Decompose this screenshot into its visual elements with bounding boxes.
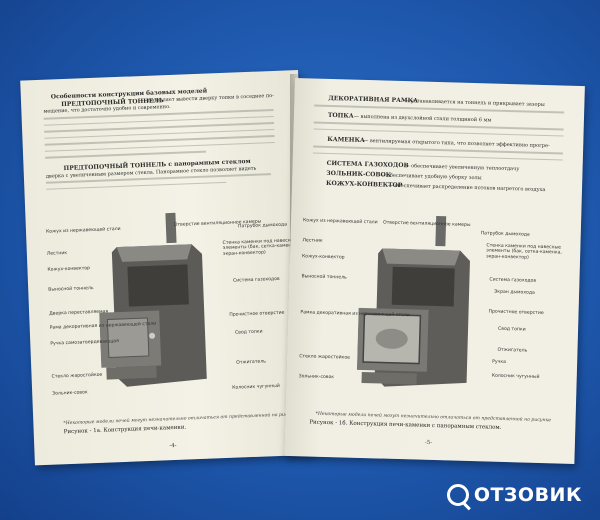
label: Стенка каменки под навесные элементы (ба… xyxy=(486,243,562,261)
ash-pan xyxy=(361,371,417,385)
label: Выносной тоннель xyxy=(48,286,94,293)
label: Стекло жаростойкое xyxy=(51,372,103,380)
fire-view xyxy=(375,328,408,349)
stove-illustration-right xyxy=(356,215,470,387)
label: Свод топки xyxy=(234,329,263,336)
left-body-text-block xyxy=(43,108,276,163)
chimney-pipe xyxy=(165,212,177,244)
page-number: -4- xyxy=(169,442,177,450)
left-booklet-page: Особенности конструкции базовых моделей … xyxy=(20,70,313,466)
label: Колосник чугунный xyxy=(491,373,540,380)
right-booklet-page: ДЕКОРАТИВНАЯ РАМКА — устанавливается на … xyxy=(284,78,585,464)
right-body-line: — обеспечивает увеличенную теплоотдачу xyxy=(404,163,520,173)
figure-caption: Рисунок - 1б. Конструкция печи-каменки с… xyxy=(309,419,502,431)
label: Система газоходов xyxy=(489,277,537,284)
magnifier-icon xyxy=(446,484,469,506)
label: Отжигатель xyxy=(236,359,267,366)
label: Отжигатель xyxy=(497,347,528,354)
right-heading: ТОПКА xyxy=(327,111,354,120)
label: Лестник xyxy=(46,250,68,257)
chimney-pipe xyxy=(435,215,447,247)
stove-illustration-left xyxy=(99,212,207,387)
label: Ручка xyxy=(492,359,507,365)
label: Свод топки xyxy=(497,326,526,333)
right-heading: КАМЕНКА xyxy=(327,135,365,144)
label: Патрубок дымохода xyxy=(237,222,288,230)
door-handle xyxy=(149,332,156,339)
label: Кожух из нержавеющей стали xyxy=(302,218,378,226)
otzovik-watermark: ОТЗОВИК xyxy=(446,484,582,506)
page-number: -5- xyxy=(424,439,433,446)
right-body-line: — обеспечивает удобную уборку золы xyxy=(380,172,482,182)
label: Зольник-совок xyxy=(298,374,335,381)
label: Выносной тоннель xyxy=(301,274,347,281)
label: Патрубок дымохода xyxy=(480,231,530,238)
label: Колосник чугунный xyxy=(232,383,280,391)
figure-caption: Рисунок - 1а. Конструкция печи-каменки. xyxy=(63,424,187,436)
stove-door xyxy=(106,317,150,358)
ash-pan xyxy=(106,365,157,380)
watermark-text: ОТЗОВИК xyxy=(473,484,582,506)
label: Прочистное отверстие xyxy=(229,310,285,318)
label: Экран дымохода xyxy=(494,289,535,296)
label: Прочистное отверстие xyxy=(488,309,544,317)
right-heading: СИСТЕМА ГАЗОХОДОВ xyxy=(326,159,409,170)
stones-chamber xyxy=(391,266,455,307)
label: Кожух-конвектор xyxy=(301,254,345,261)
label: Система газоходов xyxy=(232,276,280,284)
right-body-line: — устанавливается на тоннель и прикрывае… xyxy=(404,98,545,108)
stones-chamber xyxy=(127,264,189,307)
right-body-line: — обеспечивает распределение потоков наг… xyxy=(387,182,546,194)
label: Зольник-совок xyxy=(52,390,88,397)
label: Стекло жаростойкое xyxy=(299,354,351,361)
label: Кожух-конвектор xyxy=(47,266,91,273)
label: Лестник xyxy=(302,238,323,244)
